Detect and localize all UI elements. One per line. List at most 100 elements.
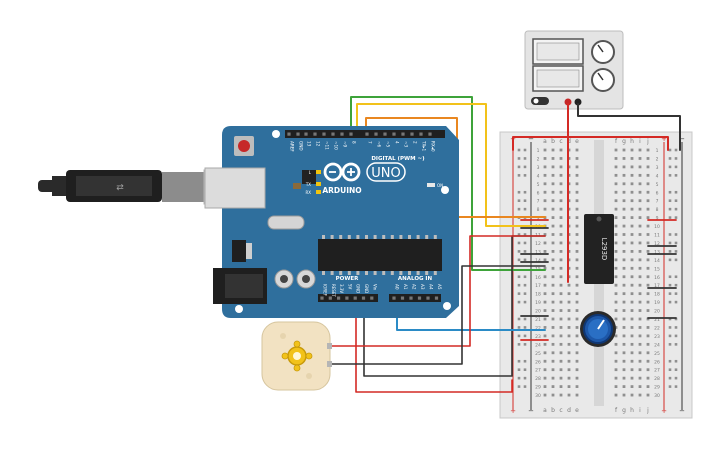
header-pin[interactable] bbox=[361, 296, 366, 300]
row-label: 4 bbox=[537, 173, 540, 179]
wire-yellow bbox=[356, 103, 546, 227]
wires[interactable] bbox=[329, 96, 681, 393]
row-label: 5 bbox=[537, 182, 540, 188]
column-label: b bbox=[551, 407, 555, 414]
header-pin[interactable] bbox=[383, 132, 387, 136]
breadboard-holes[interactable] bbox=[517, 148, 678, 397]
header-pin[interactable] bbox=[400, 296, 405, 300]
column-label: g bbox=[622, 407, 626, 414]
supply-negative-terminal[interactable] bbox=[574, 98, 582, 106]
pin-label: 3.3V bbox=[339, 284, 344, 293]
header-pin[interactable] bbox=[419, 132, 423, 136]
row-label: 22 bbox=[535, 325, 541, 331]
column-label: a bbox=[543, 138, 547, 145]
column-label: e bbox=[575, 407, 579, 414]
header-pin[interactable] bbox=[345, 296, 349, 300]
pin-label: 13 bbox=[307, 141, 312, 147]
power-supply[interactable] bbox=[524, 30, 624, 110]
header-pin[interactable] bbox=[287, 132, 291, 136]
header-pin[interactable] bbox=[353, 296, 357, 300]
row-label: 15 bbox=[654, 266, 660, 272]
column-label: d bbox=[567, 407, 571, 414]
header-pin[interactable] bbox=[365, 132, 369, 136]
header-pin[interactable] bbox=[370, 296, 374, 300]
header-pin[interactable] bbox=[417, 296, 422, 300]
row-label: 2 bbox=[656, 156, 659, 162]
uno-badge: UNO bbox=[366, 162, 406, 182]
row-label: 3 bbox=[656, 165, 659, 171]
potentiometer[interactable] bbox=[580, 311, 616, 347]
current-knob[interactable] bbox=[591, 68, 615, 92]
row-label: 10 bbox=[654, 224, 660, 230]
row-label: 1 bbox=[537, 148, 540, 154]
header-pin[interactable] bbox=[349, 132, 353, 136]
row-label: 25 bbox=[535, 351, 541, 357]
header-pin[interactable] bbox=[322, 132, 326, 136]
row-label: 13 bbox=[535, 249, 541, 255]
row-label: 26 bbox=[654, 359, 660, 365]
row-label: 22 bbox=[654, 325, 660, 331]
header-pin[interactable] bbox=[392, 296, 396, 300]
rail-label: − bbox=[528, 407, 534, 415]
row-label: 21 bbox=[535, 317, 541, 323]
svg-text:ON: ON bbox=[437, 183, 443, 188]
dc-motor[interactable] bbox=[261, 321, 332, 391]
row-label: 6 bbox=[656, 190, 659, 196]
header-pin[interactable] bbox=[401, 132, 405, 136]
row-label: 30 bbox=[535, 393, 541, 399]
row-label: 20 bbox=[535, 309, 541, 315]
row-label: 19 bbox=[535, 300, 541, 306]
supply-positive-terminal[interactable] bbox=[564, 98, 572, 106]
pin-label: TX▸1 bbox=[422, 140, 427, 152]
header-pin[interactable] bbox=[328, 296, 332, 300]
row-label: 30 bbox=[654, 393, 660, 399]
reset-button[interactable] bbox=[234, 136, 254, 156]
pin-label: ~10 bbox=[334, 141, 339, 150]
analog-header[interactable] bbox=[389, 294, 441, 302]
row-label: 13 bbox=[654, 249, 660, 255]
header-pin[interactable] bbox=[410, 132, 414, 136]
header-pin[interactable] bbox=[320, 296, 324, 300]
header-pin[interactable] bbox=[340, 132, 344, 136]
pin-label: ~9 bbox=[343, 141, 348, 148]
row-label: 4 bbox=[656, 173, 659, 179]
pin-label: 2 bbox=[413, 141, 418, 144]
pin-label: 12 bbox=[316, 141, 321, 147]
row-label: 10 bbox=[535, 224, 541, 230]
row-label: 12 bbox=[654, 241, 660, 247]
header-pin[interactable] bbox=[304, 132, 308, 136]
led-l bbox=[316, 170, 321, 174]
pin-label: A0 bbox=[395, 284, 400, 290]
row-label: 23 bbox=[654, 334, 660, 340]
header-pin[interactable] bbox=[409, 296, 413, 300]
header-pin[interactable] bbox=[428, 132, 432, 136]
row-label: 19 bbox=[654, 300, 660, 306]
row-label: 17 bbox=[535, 283, 541, 289]
row-label: 25 bbox=[654, 351, 660, 357]
header-pin[interactable] bbox=[313, 132, 317, 136]
header-pin[interactable] bbox=[337, 296, 341, 300]
pin-label: GND bbox=[356, 284, 361, 293]
column-label: j bbox=[646, 138, 649, 145]
row-label: 2 bbox=[537, 156, 540, 162]
header-pin[interactable] bbox=[392, 132, 396, 136]
header-pin[interactable] bbox=[331, 132, 335, 136]
pin-label: 4 bbox=[395, 141, 400, 144]
column-label: c bbox=[559, 138, 562, 145]
column-label: i bbox=[639, 138, 641, 145]
rail-label: − bbox=[679, 407, 685, 415]
header-pin[interactable] bbox=[374, 132, 378, 136]
row-label: 28 bbox=[654, 376, 660, 382]
l293d-chip[interactable]: L293D bbox=[584, 214, 614, 284]
voltage-knob[interactable] bbox=[591, 40, 615, 64]
header-pin[interactable] bbox=[296, 132, 300, 136]
header-pin[interactable] bbox=[426, 296, 430, 300]
wire-top-red-rail bbox=[512, 136, 669, 151]
pin-label: GND bbox=[299, 141, 304, 151]
digital-header[interactable] bbox=[285, 130, 445, 138]
pin-label: A5 bbox=[437, 284, 442, 290]
column-label: h bbox=[630, 138, 634, 145]
header-pin[interactable] bbox=[434, 296, 439, 300]
